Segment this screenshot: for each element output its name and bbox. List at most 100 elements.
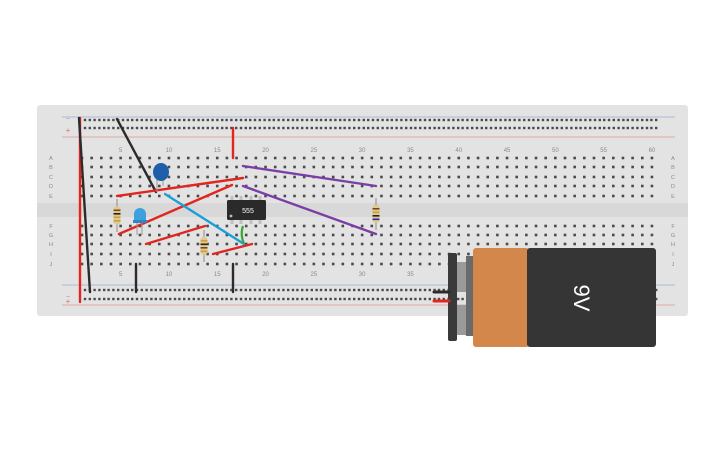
hole <box>254 194 258 198</box>
rail-hole <box>442 297 445 301</box>
hole <box>640 233 644 237</box>
hole <box>640 224 644 228</box>
hole <box>563 184 567 188</box>
hole <box>650 233 654 237</box>
hole <box>631 175 634 179</box>
red-wire-long[interactable] <box>115 176 245 198</box>
hole <box>138 233 142 237</box>
column-number-top: 60 <box>649 148 656 154</box>
hole <box>592 156 596 160</box>
hole <box>351 252 354 256</box>
hole <box>515 233 518 237</box>
rail-hole <box>135 297 139 301</box>
ceramic-capacitor[interactable] <box>153 163 169 192</box>
resistor-left[interactable] <box>113 199 121 232</box>
hole <box>389 224 393 228</box>
hole <box>380 165 383 169</box>
hole <box>612 175 615 179</box>
hole <box>254 224 258 228</box>
rail-hole <box>112 118 115 122</box>
rail-hole <box>339 126 342 130</box>
resistor-band <box>113 216 121 219</box>
rail-hole <box>466 126 469 130</box>
row-letter-right: I <box>672 252 674 258</box>
rail-hole <box>457 297 460 301</box>
rail-hole <box>98 288 101 292</box>
rail-hole <box>433 288 436 292</box>
rail-hole <box>405 126 408 130</box>
rail-hole <box>145 297 148 301</box>
row-letter-right: G <box>671 233 675 239</box>
hole <box>264 175 267 179</box>
rail-hole <box>305 288 309 292</box>
column-number-top: 45 <box>504 148 511 154</box>
hole <box>583 184 586 188</box>
rail-hole <box>362 126 365 130</box>
wires[interactable] <box>77 116 378 304</box>
green-wire[interactable] <box>240 225 246 245</box>
rail-hole <box>641 118 644 122</box>
hole <box>215 156 219 160</box>
hole <box>602 165 605 169</box>
rail-hole <box>631 118 634 122</box>
red-wire-diagonal[interactable] <box>117 183 234 236</box>
resistor-middle[interactable] <box>200 230 208 262</box>
hole <box>515 156 518 160</box>
rail-hole <box>428 297 431 301</box>
black-ground-wire[interactable] <box>77 116 92 294</box>
rail-hole <box>348 118 351 122</box>
hole <box>312 194 316 198</box>
rail-hole <box>437 118 441 122</box>
components[interactable]: 555 <box>113 163 380 262</box>
rail-hole <box>527 126 531 130</box>
rail-hole <box>258 118 261 122</box>
battery-clip[interactable] <box>448 253 457 341</box>
blue-wire[interactable] <box>163 192 246 246</box>
rail-hole <box>135 126 139 130</box>
hole <box>80 194 84 198</box>
hole <box>467 156 470 160</box>
battery-9v[interactable]: 9V <box>432 248 656 347</box>
rail-hole <box>315 288 318 292</box>
hole <box>380 262 383 266</box>
rail-minus-mark-top: − <box>66 116 70 123</box>
hole <box>273 194 277 198</box>
led-body <box>134 208 146 222</box>
rail-hole <box>386 288 389 292</box>
hole <box>563 156 567 160</box>
purple-wire-top[interactable] <box>241 164 378 188</box>
rail-hole <box>183 126 186 130</box>
hole <box>312 242 316 246</box>
hole <box>254 175 258 179</box>
hole <box>418 252 422 256</box>
hole <box>225 175 229 179</box>
hole <box>206 156 209 160</box>
resistor-body <box>200 237 208 255</box>
rail-hole <box>225 126 228 130</box>
hole <box>467 224 470 228</box>
black-wire-diagonal[interactable] <box>115 117 158 194</box>
hole <box>157 233 161 237</box>
hole <box>157 252 161 256</box>
hole <box>129 194 132 198</box>
blue-led[interactable] <box>133 208 147 235</box>
rail-hole <box>414 126 417 130</box>
hole <box>293 224 296 228</box>
ic-555[interactable]: 555 <box>227 196 266 224</box>
hole <box>525 194 528 198</box>
purple-wire-bottom[interactable] <box>241 184 378 236</box>
rail-hole <box>244 297 247 301</box>
ic-body <box>227 200 266 220</box>
rail-hole <box>121 297 125 301</box>
rail-hole <box>598 126 601 130</box>
hole <box>322 194 325 198</box>
red-wire-lower[interactable] <box>144 224 207 246</box>
hole <box>215 194 219 198</box>
red-wire-bottom[interactable] <box>211 242 254 256</box>
hole <box>129 175 132 179</box>
rail-hole <box>589 126 592 130</box>
resistor-right[interactable] <box>372 198 380 230</box>
hole <box>592 165 596 169</box>
